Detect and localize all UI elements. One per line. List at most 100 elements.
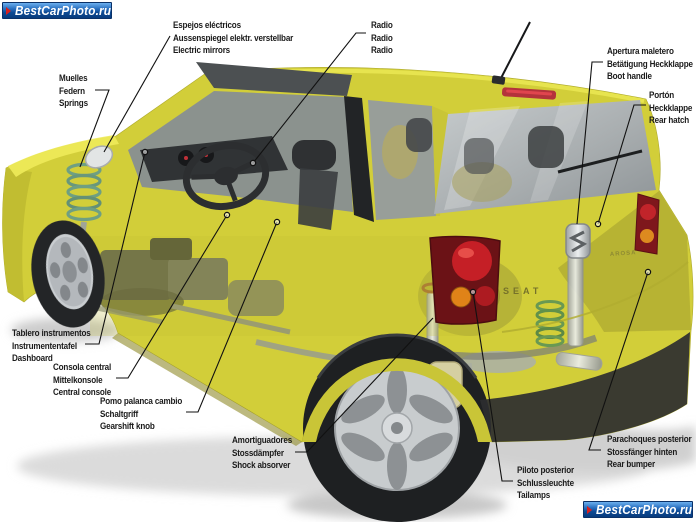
leader-line-rear-hatch: [597, 104, 646, 225]
rear-arch-lip: [302, 358, 492, 442]
label-line-es: Muelles: [59, 73, 88, 83]
rear-spring: [535, 300, 565, 347]
label-line-de: Schlussleuchte: [517, 477, 574, 488]
hood-highlight: [8, 135, 119, 177]
label-rear-bumper: Parachoques posterior Stossfänger hinten…: [607, 433, 692, 471]
label-line-es: Portón: [649, 90, 675, 100]
label-line-es: Tablero instrumentos: [12, 328, 91, 338]
leader-line-mirrors: [103, 35, 171, 153]
chevron-icon: [587, 505, 592, 514]
label-line-en: Electric mirrors: [173, 45, 231, 55]
seat-badge-text: SEAT: [503, 286, 542, 296]
leader-lines: [79, 32, 652, 482]
rear-headrest-3: [464, 138, 494, 174]
tail-light-left: [429, 235, 501, 325]
driver-headrest: [292, 140, 336, 170]
rear-headrest: [406, 118, 432, 152]
label-rear-hatch: Portón Heckklappe Rear hatch: [649, 89, 692, 127]
label-line-en: Central console: [53, 387, 112, 397]
label-line-en: Dashboard: [12, 353, 53, 363]
third-brake-light: [501, 87, 557, 100]
label-shock-absorber: Amortiguadores Stossdämpfer Shock absorv…: [232, 434, 292, 472]
rear-shock-absorber: [567, 249, 584, 347]
label-springs: Muelles Federn Springs: [59, 72, 88, 110]
leader-line-gearshift: [186, 221, 278, 413]
label-line-en: Rear hatch: [649, 115, 690, 125]
label-line-es: Radio: [371, 20, 393, 30]
front-face-shade: [2, 168, 33, 302]
label-line-es: Amortiguadores: [232, 435, 293, 445]
label-line-es: Apertura maletero: [607, 46, 674, 56]
leader-line-boot-handle: [576, 61, 603, 225]
b-pillar: [344, 96, 374, 222]
rear-wiper: [557, 149, 643, 174]
leader-line-springs: [79, 89, 110, 168]
c-pillar-strip: [432, 106, 448, 216]
seat-emblem-boot-handle: [565, 223, 591, 259]
leader-line-rear-bumper: [588, 271, 649, 451]
watermark-text: BestCarPhoto.ru: [15, 3, 112, 18]
label-line-en: Boot handle: [607, 71, 652, 81]
antenna-base: [491, 75, 506, 85]
label-line-es: Espejos eléctricos: [173, 20, 241, 30]
label-line-es: Piloto posterior: [517, 465, 574, 475]
leader-dot-dashboard: [141, 148, 149, 156]
bumper-lower-dark: [480, 332, 690, 442]
leader-dot-rear-hatch: [594, 220, 602, 228]
label-line-de: Betätigung Heckklappe: [607, 58, 693, 69]
label-tailamps: Piloto posterior Schlussleuchte Tailamps: [517, 464, 574, 502]
label-gearshift-knob: Pomo palanca cambio Schaltgriff Gearshif…: [100, 395, 182, 433]
label-electric-mirrors: Espejos eléctricos Aussenspiegel elektr.…: [173, 19, 293, 57]
label-central-console: Consola central Mittelkonsole Central co…: [53, 361, 111, 399]
label-line-es: Pomo palanca cambio: [100, 396, 183, 406]
driveshaft: [171, 303, 291, 335]
label-line-de: Instrumententafel: [12, 340, 77, 351]
label-line-de: Federn: [59, 85, 85, 96]
door-mirror: [84, 145, 114, 169]
leader-line-tailamps: [472, 291, 513, 482]
bumper-crease: [501, 261, 689, 333]
label-dashboard: Tablero instrumentos Instrumententafel D…: [12, 327, 91, 365]
intake: [150, 238, 192, 260]
watermark-logo-bottom-right: BestCarPhoto.ru: [583, 501, 693, 518]
label-line-es: Parachoques posterior: [607, 434, 692, 444]
label-line-en: Shock absorver: [232, 460, 291, 470]
leader-dot-tailamps: [469, 288, 477, 296]
label-line-de: Schaltgriff: [100, 408, 139, 419]
label-line-de: Stossfänger hinten: [607, 446, 678, 457]
arosa-badge-text: AROSA: [610, 250, 637, 258]
glasshouse: [128, 62, 656, 230]
label-line-es: Consola central: [53, 362, 112, 372]
front-wheel: [31, 220, 105, 328]
rear-bench-ghost: [452, 162, 512, 202]
label-line-en: Gearshift knob: [100, 421, 155, 431]
leader-line-dashboard: [85, 151, 146, 345]
watermark-text: BestCarPhoto.ru: [596, 502, 693, 517]
watermark-logo-top-left: BestCarPhoto.ru: [2, 2, 112, 19]
label-line-en: Tailamps: [517, 490, 551, 500]
leader-dot-gearshift: [273, 218, 281, 226]
rear-headrest-2: [528, 126, 564, 168]
exhaust-tip: [555, 352, 603, 371]
front-spring: [66, 162, 102, 259]
label-line-en: Radio: [371, 45, 393, 55]
antenna: [498, 21, 531, 83]
label-line-de: Mittelkonsole: [53, 374, 103, 385]
label-line-de: Radio: [371, 32, 393, 43]
exterior-details: SEAT AROSA: [84, 21, 690, 442]
tail-light-right: [634, 193, 660, 255]
leader-line-central-console: [116, 214, 228, 379]
label-line-de: Stossdämpfer: [232, 447, 284, 458]
body-ghost-tint: [90, 236, 480, 336]
steering-wheel: [182, 141, 270, 211]
leader-line-shock-absorber: [295, 317, 434, 453]
label-line-de: Heckklappe: [649, 102, 693, 113]
chevron-icon: [6, 6, 11, 15]
engine-block-2: [168, 258, 228, 300]
label-line-de: Aussenspiegel elektr. verstellbar: [173, 32, 294, 43]
label-line-en: Rear bumper: [607, 459, 655, 469]
leader-line-radio: [252, 32, 366, 164]
label-boot-handle: Apertura maletero Betätigung Heckklappe …: [607, 45, 693, 83]
